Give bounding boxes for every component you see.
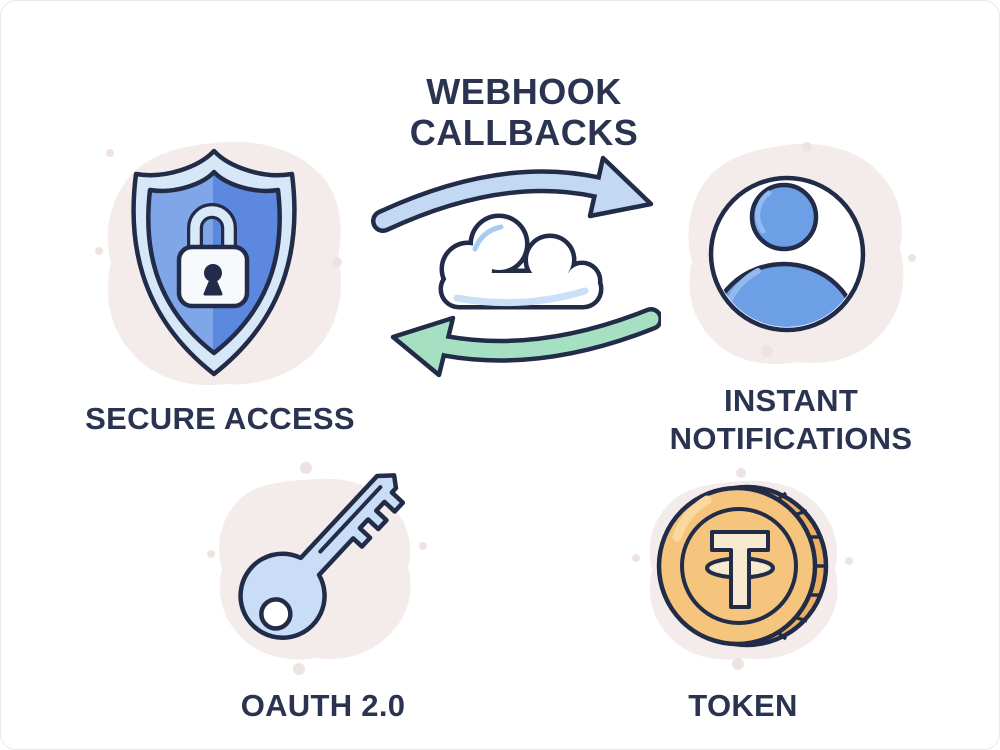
label-instant-notifications: INSTANT NOTIFICATIONS (669, 383, 913, 456)
tether-coin-icon (632, 468, 853, 670)
diagram-title: WEBHOOK CALLBACKS (364, 71, 684, 153)
user-avatar-icon (688, 142, 916, 365)
key-icon (207, 462, 427, 675)
title-line-2: CALLBACKS (409, 112, 639, 153)
shield-lock-icon (95, 141, 342, 386)
arrow-right-icon (371, 155, 654, 233)
label-oauth-2-0: OAUTH 2.0 (240, 688, 406, 723)
lock-icon (176, 203, 250, 309)
arrow-left-icon (390, 307, 661, 378)
title-line-1: WEBHOOK (426, 71, 622, 112)
webhook-exchange-graphic (371, 155, 661, 378)
tether-t-symbol (705, 530, 775, 609)
coin-shape (656, 484, 829, 648)
label-token: TOKEN (688, 688, 798, 723)
key-shape (238, 473, 406, 640)
cloud-icon (438, 213, 604, 310)
label-secure-access: SECURE ACCESS (85, 401, 355, 436)
